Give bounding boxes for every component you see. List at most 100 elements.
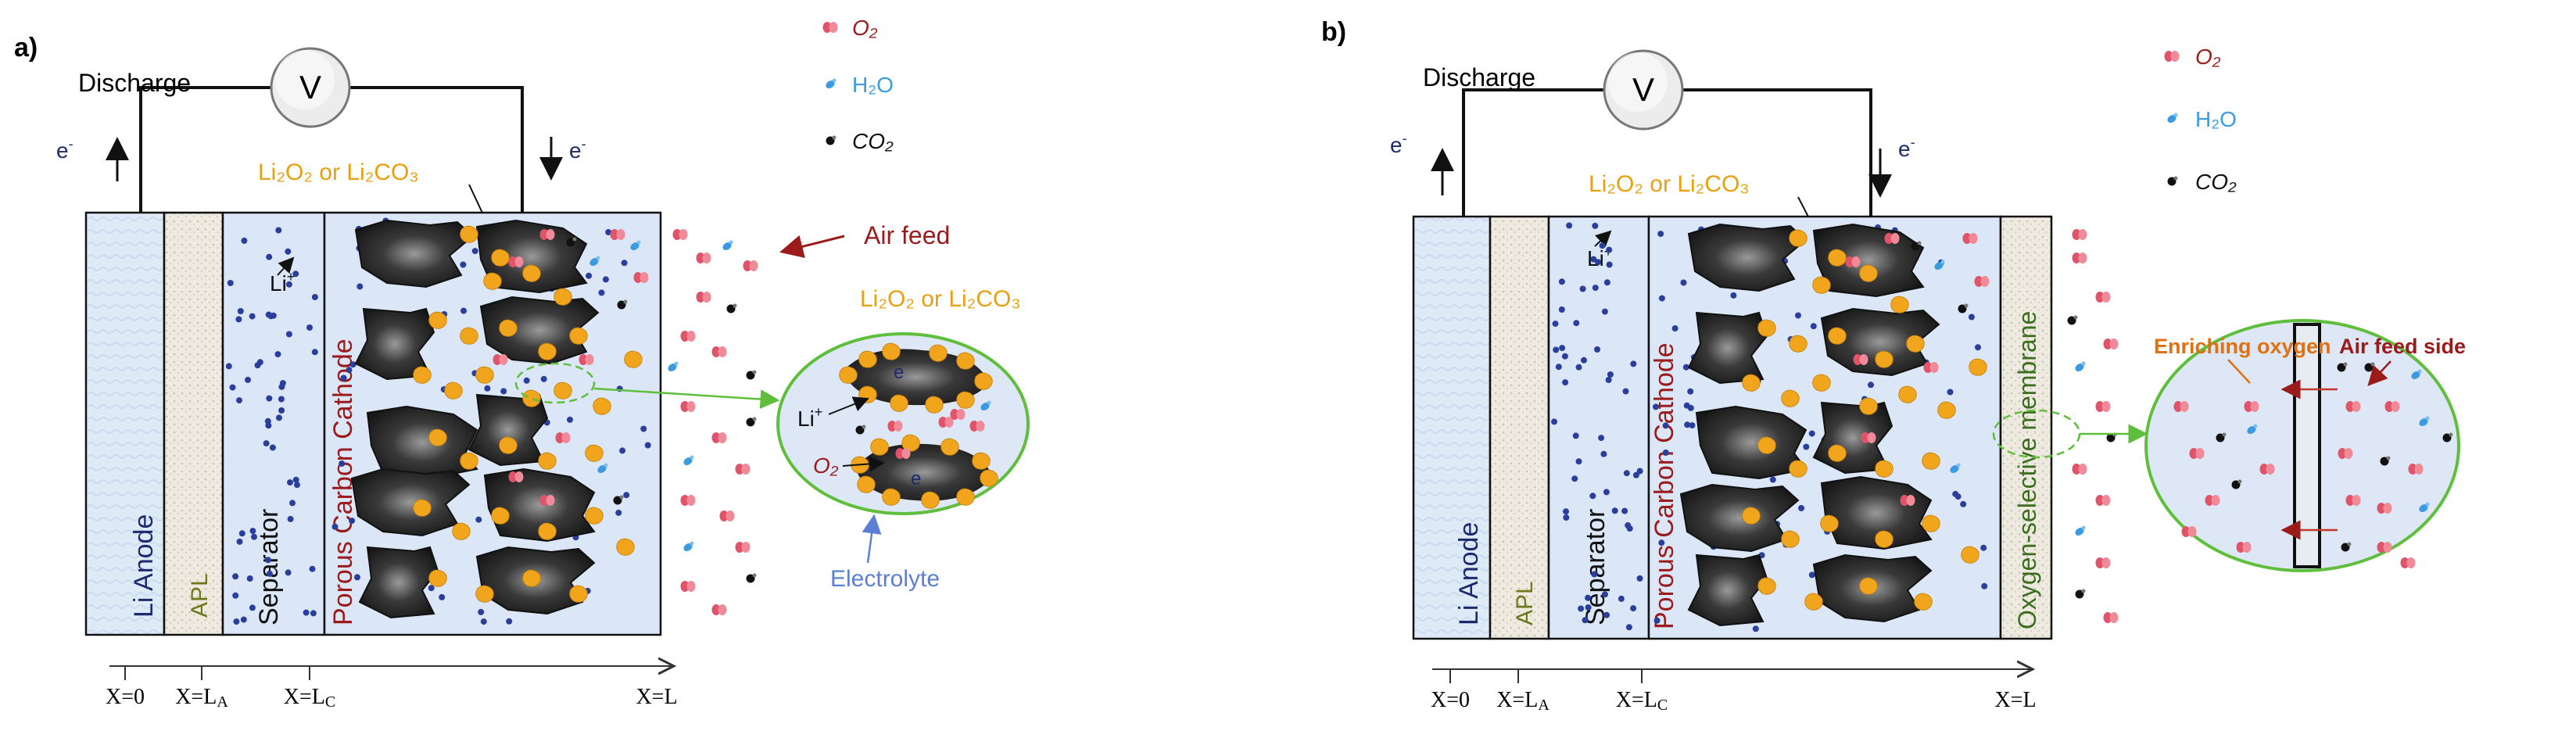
li-ion-dot [567, 416, 573, 423]
li-ion-dot [598, 289, 605, 296]
li-ion-dot [475, 516, 482, 523]
li-ion-dot [251, 533, 257, 540]
panel-a-product-label: Li₂O₂ or Li₂CO₃ [258, 159, 419, 185]
li-ion-dot [249, 528, 256, 535]
product-deposit [1757, 319, 1776, 337]
inset-product-deposit [857, 475, 876, 493]
product-deposit [499, 436, 518, 454]
li-ion-dot [267, 313, 274, 320]
product-deposit [569, 327, 588, 345]
co2-molecule [746, 370, 757, 380]
panel-b-anode-label: Li Anode [1454, 522, 1484, 625]
li-ion-dot [278, 396, 285, 403]
panel-a-legend-co2-label: CO₂ [852, 129, 894, 153]
li-ion-dot [1682, 364, 1689, 371]
product-deposit [585, 507, 604, 525]
product-deposit [1820, 514, 1839, 532]
o2-molecule [680, 331, 696, 342]
product-deposit [413, 499, 432, 517]
o2-molecule [719, 511, 735, 521]
panel-a-inset-carbon-bottom [856, 443, 993, 501]
inset-product-deposit [980, 469, 998, 487]
li-ion-dot [1769, 476, 1776, 483]
li-ion-dot [245, 376, 251, 383]
product-deposit [585, 444, 604, 462]
o2-molecule [711, 432, 727, 443]
li-ion-dot [619, 447, 626, 454]
li-ion-dot [615, 509, 622, 516]
panel-b-li-anode [1412, 215, 1492, 640]
li-ion-dot [354, 574, 360, 581]
li-ion-dot [309, 565, 316, 572]
panel-a-inset-electron-top: e [894, 362, 904, 383]
o2-molecule [672, 229, 688, 240]
inset-product-deposit [882, 488, 901, 506]
li-ion-dot [1653, 403, 1659, 410]
panel-a-label: a) [14, 33, 38, 63]
li-ion-dot [1680, 279, 1687, 286]
li-ion-dot [1803, 443, 1810, 450]
li-ion-dot [346, 367, 353, 374]
panel-a-legend-h2o-icon [824, 78, 837, 91]
product-deposit [428, 428, 447, 446]
o2-molecule [696, 292, 711, 303]
panel-b-oxygen-membrane [1999, 215, 2053, 640]
product-deposit [1859, 264, 1878, 282]
panel-a-axis-l: X=L [636, 685, 677, 709]
panel-b-axis-la: X=LA [1496, 688, 1550, 714]
o2-molecule [2103, 612, 2119, 623]
li-ion-dot [1618, 595, 1625, 602]
product-deposit [554, 382, 572, 399]
h2o-molecule [2073, 361, 2086, 374]
li-ion-dot [1636, 575, 1643, 582]
li-ion-dot [1622, 388, 1629, 395]
li-ion-dot [500, 388, 507, 395]
li-ion-dot [1632, 471, 1639, 478]
co2-molecule [2067, 315, 2078, 325]
h2o-molecule [682, 541, 694, 554]
li-ion-dot [1553, 346, 1560, 353]
li-ion-dot [340, 374, 347, 382]
li-ion-dot [311, 294, 318, 300]
product-deposit [522, 264, 541, 282]
panel-b-li-ion-arrow [1594, 230, 1612, 247]
h2o-molecule [2073, 525, 2086, 538]
li-ion-dot [249, 604, 256, 611]
li-ion-dot [236, 538, 243, 545]
li-ion-dot [1591, 571, 1598, 578]
panel-a-apl [163, 211, 224, 636]
product-deposit [1804, 593, 1823, 611]
o2-molecule [711, 604, 727, 615]
li-ion-dot [1603, 279, 1610, 286]
li-ion-dot [264, 417, 271, 425]
li-ion-dot [229, 384, 236, 391]
product-deposit [491, 249, 510, 267]
product-deposit [1781, 389, 1800, 407]
li-ion-dot [266, 570, 273, 577]
panel-b: b) Discharge V e- e- Li₂O₂ or Li₂CO₃ Li … [1321, 17, 2466, 714]
li-ion-dot [1683, 402, 1690, 409]
carbon-particle [1688, 554, 1768, 626]
li-ion-dot [1636, 468, 1643, 475]
li-ion-dot [1598, 435, 1605, 442]
li-ion-dot [235, 316, 242, 323]
product-deposit [1890, 296, 1909, 313]
li-ion-dot [292, 476, 299, 483]
inset-product-deposit [956, 488, 975, 506]
product-deposit [1875, 350, 1893, 368]
panel-a-anode-label: Li Anode [129, 514, 159, 618]
li-ion-dot [356, 283, 364, 290]
li-ion-dot [1662, 422, 1669, 429]
li-ion-dot [1585, 594, 1592, 601]
panel-a-inset-product-label: Li₂O₂ or Li₂CO₃ [860, 286, 1021, 312]
li-ion-dot [1623, 470, 1630, 477]
li-ion-dot [278, 407, 285, 414]
inset-product-deposit [929, 344, 948, 362]
li-ion-dot [232, 592, 239, 599]
panel-b-separator [1547, 215, 1650, 640]
panel-b-product-label: Li₂O₂ or Li₂CO₃ [1589, 171, 1750, 197]
inset-product-deposit [972, 452, 991, 470]
li-ion-dot [1562, 379, 1569, 386]
product-deposit [624, 350, 643, 368]
